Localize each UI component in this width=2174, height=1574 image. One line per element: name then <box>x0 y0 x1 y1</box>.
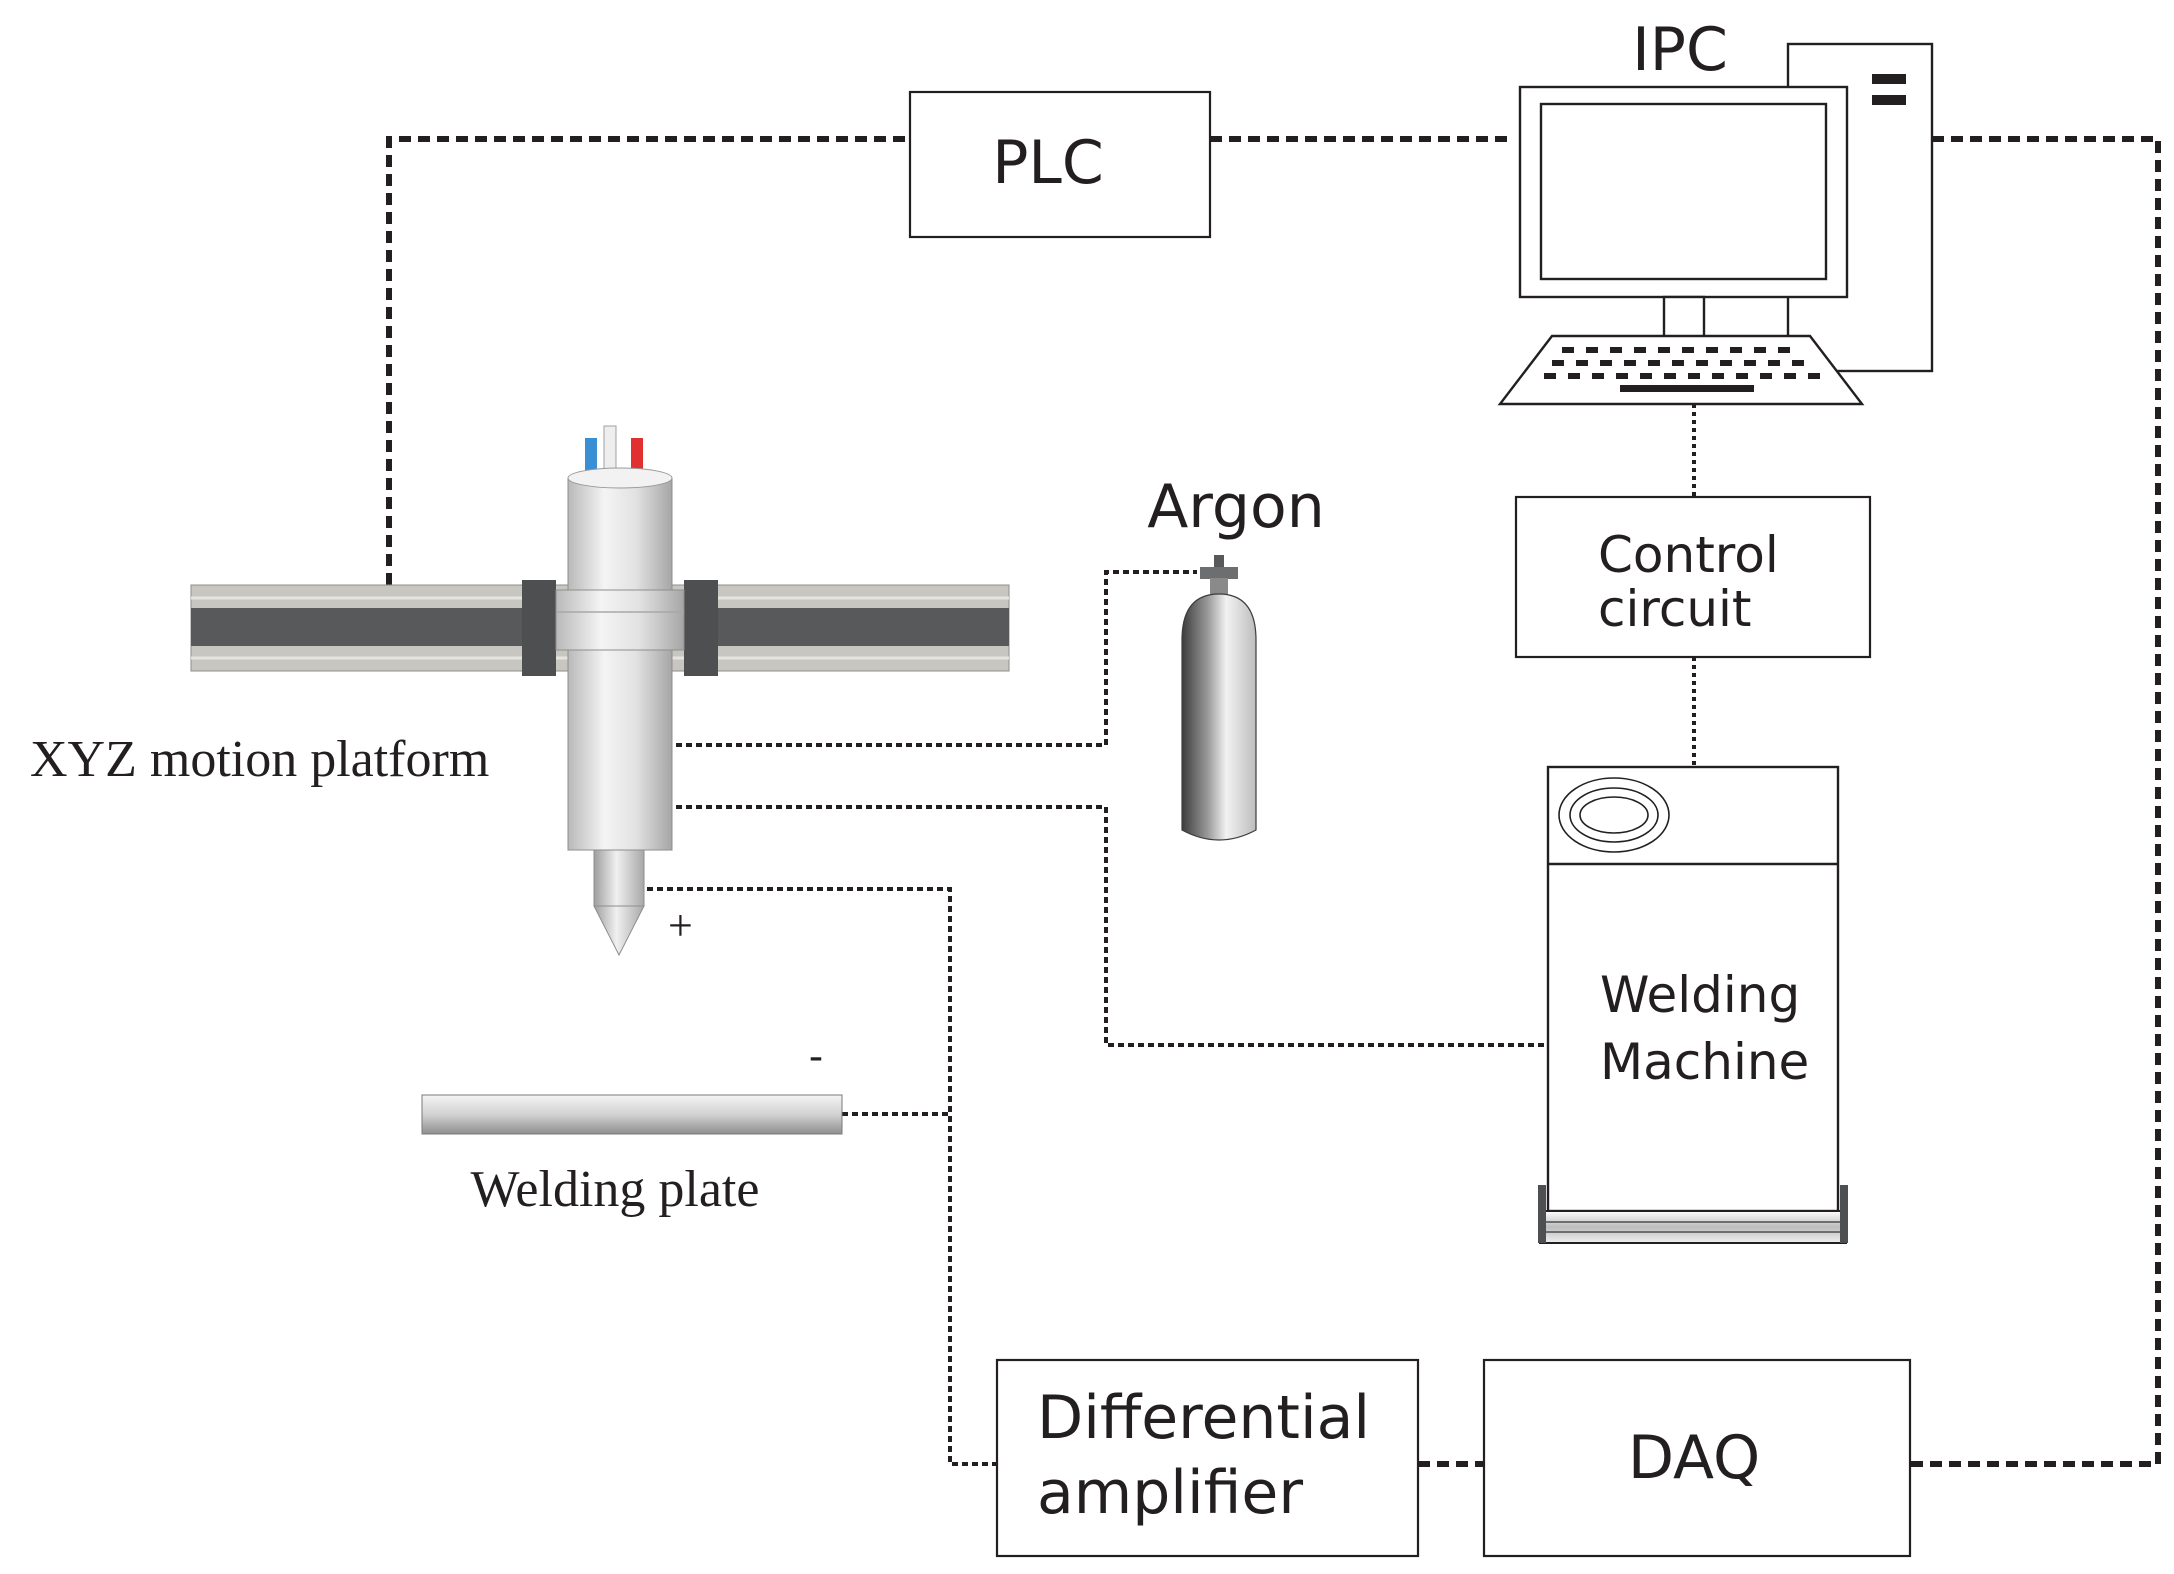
platform-bracket-right <box>684 580 718 676</box>
welding-machine-knob <box>1579 796 1649 834</box>
platform-bracket-left <box>522 580 556 676</box>
torch-tip <box>593 905 645 957</box>
torch-hose-red <box>631 438 643 474</box>
monitor-neck <box>1662 295 1706 339</box>
differential-amplifier-label-line1: Differential <box>1037 1383 1370 1453</box>
torch-body <box>567 470 673 851</box>
torch-to-amplifier-line <box>647 887 997 1466</box>
welding-plate-bar <box>421 1094 843 1135</box>
differential-amplifier-block: Differential amplifier <box>995 1358 1420 1558</box>
welding-machine: Welding Machine <box>1538 765 1848 1244</box>
torch-collar <box>555 589 685 651</box>
torch-nozzle <box>593 849 645 907</box>
tower-drive-slot <box>1872 74 1906 84</box>
differential-amplifier-box <box>995 1358 1420 1558</box>
torch-hose-blue <box>585 438 597 474</box>
daq-block: DAQ <box>1482 1358 1912 1558</box>
argon-cylinder <box>1181 593 1257 841</box>
control-circuit-label-line1: Control <box>1598 526 1779 584</box>
daq-box <box>1482 1358 1912 1558</box>
positive-terminal-label: + <box>668 901 693 950</box>
platform-to-plc-line <box>386 136 910 585</box>
plc-block: PLC <box>908 90 1212 239</box>
welding-machine-knob <box>1569 787 1659 843</box>
xyz-platform-label: XYZ motion platform <box>30 731 489 788</box>
argon-tank: Argon <box>1147 472 1325 841</box>
welding-plate: - Welding plate <box>421 1034 843 1218</box>
tower-drive-slot <box>1872 95 1906 105</box>
argon-valve-top <box>1214 555 1224 569</box>
argon-label: Argon <box>1147 472 1324 542</box>
negative-terminal-label: - <box>809 1034 823 1080</box>
welding-machine-label-line2: Machine <box>1600 1033 1809 1091</box>
keyboard-keys <box>1544 347 1820 392</box>
welding-machine-foot <box>1538 1185 1546 1243</box>
welding-machine-body <box>1546 765 1840 1213</box>
keyboard <box>1497 334 1865 406</box>
control-circuit-box <box>1514 495 1872 659</box>
control-circuit-label-line2: circuit <box>1598 580 1752 638</box>
control-circuit-block: Control circuit <box>1514 495 1872 659</box>
daq-label: DAQ <box>1628 1423 1760 1493</box>
ipc-computer: IPC <box>1497 15 1934 406</box>
xyz-motion-platform: + <box>190 425 1010 957</box>
welding-machine-label-line1: Welding <box>1600 966 1800 1024</box>
plc-box <box>908 90 1212 239</box>
welding-plate-label: Welding plate <box>471 1161 760 1218</box>
monitor-screen <box>1539 102 1828 281</box>
argon-valve-neck <box>1210 578 1228 594</box>
torch-to-welding-machine-line <box>676 805 1548 1047</box>
welding-machine-base <box>1539 1210 1847 1244</box>
differential-amplifier-label-line2: amplifier <box>1037 1458 1303 1528</box>
welding-machine-knob <box>1558 777 1670 853</box>
torch-hose-white <box>603 425 617 475</box>
connection-lines <box>386 136 2161 1467</box>
ipc-label: IPC <box>1632 15 1728 85</box>
welding-machine-foot <box>1840 1185 1848 1243</box>
torch-to-argon-line <box>676 570 1197 747</box>
argon-valve <box>1200 567 1238 579</box>
ipc-to-daq-line <box>1910 136 2161 1467</box>
plc-label: PLC <box>992 128 1104 198</box>
